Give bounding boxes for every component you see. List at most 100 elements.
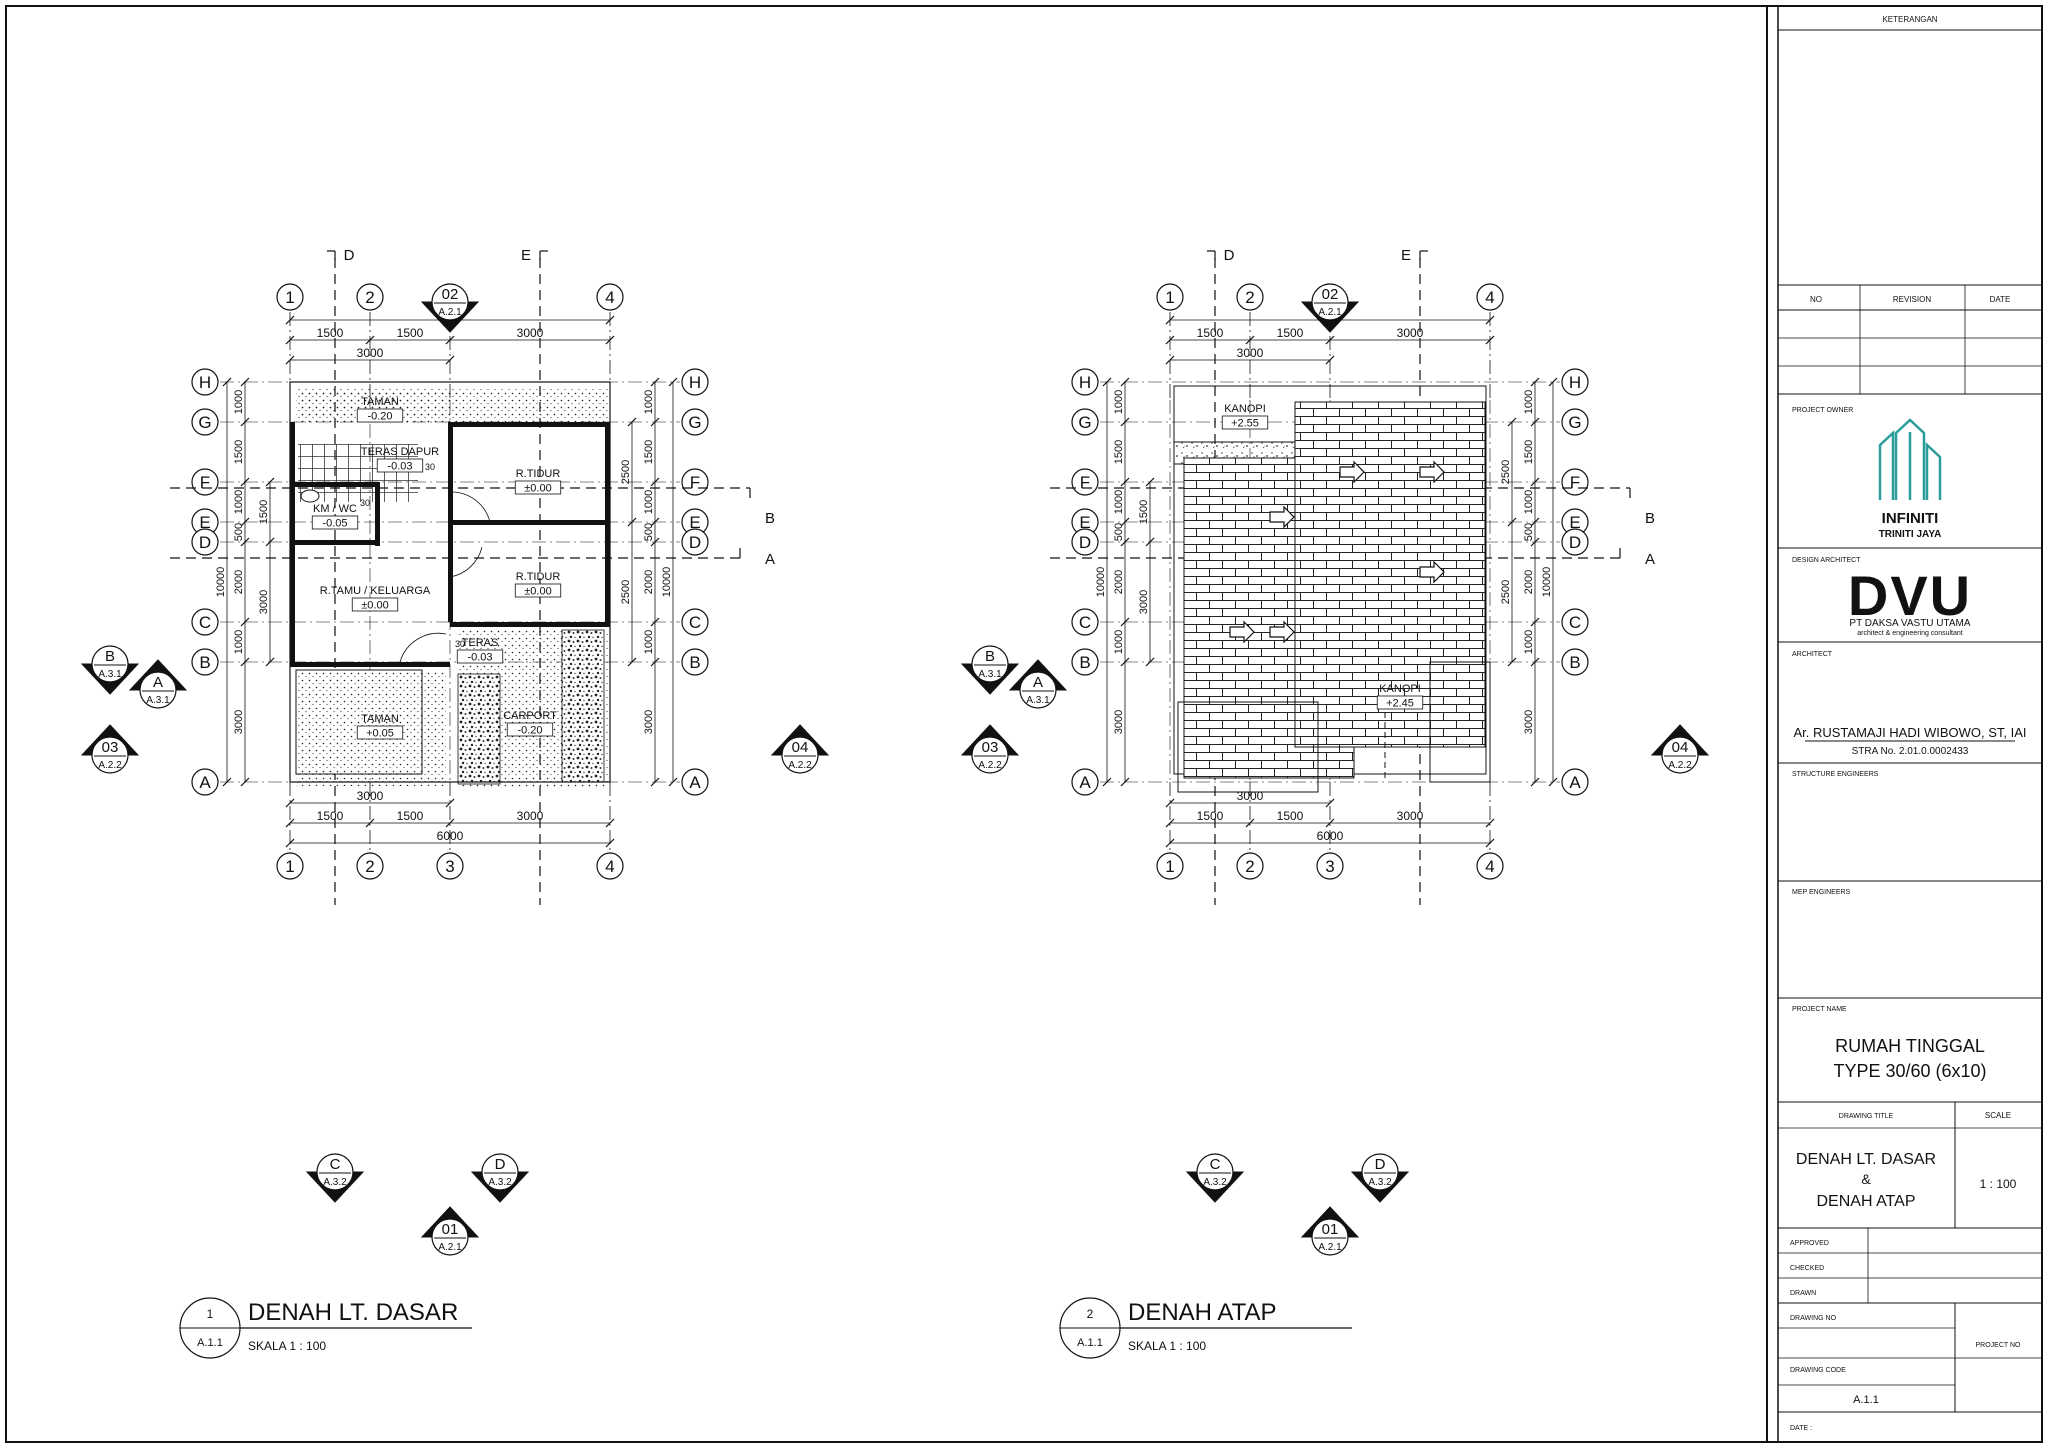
cut-marker-b-circle — [971, 645, 1009, 683]
dimension-text: 1500 — [258, 500, 270, 524]
dimension-text: 6000 — [437, 829, 464, 843]
roof-canopy-front-label-level: +2.45 — [1386, 698, 1414, 710]
grid-bubble-row-label: E — [199, 513, 210, 532]
scale-label: SCALE — [1985, 1111, 2011, 1120]
grid-bubble-col — [1156, 852, 1184, 880]
title-block-frame — [1777, 5, 2043, 1443]
grid-bubble-row — [1561, 408, 1589, 436]
room-living-level-box — [351, 597, 399, 612]
drawing-title-label: DRAWING TITLE — [1839, 1113, 1894, 1120]
section-marker-bottom-circle — [431, 1218, 469, 1256]
dimension-text: 1500 — [317, 326, 344, 340]
dimension-text: 2000 — [1523, 570, 1535, 594]
door-swing-bedroom1 — [449, 491, 491, 523]
dimension-tick — [222, 777, 232, 787]
grid-bubble-row — [191, 528, 219, 556]
grid-bubble-col — [1476, 852, 1504, 880]
dimension-text: 1500 — [1113, 440, 1125, 464]
grid-bubble-row — [1561, 528, 1589, 556]
drawing-title-line1: DENAH LT. DASAR — [1796, 1151, 1936, 1168]
section-marker-right-ref: A.2.2 — [788, 760, 812, 771]
grid-bubble-row — [681, 408, 709, 436]
dimension-tick — [265, 657, 275, 667]
section-marker-right-ref: A.2.2 — [1668, 760, 1692, 771]
dimension-tick — [627, 517, 637, 527]
owner-name: INFINITI — [1882, 510, 1939, 527]
revision-header-revision: REVISION — [1893, 295, 1931, 304]
dimension-tick — [1120, 417, 1130, 427]
section-marker-bottom-code: 01 — [442, 1221, 459, 1238]
dimension-tick — [1507, 517, 1517, 527]
dimension-tick — [1530, 537, 1540, 547]
dimension-tick — [1548, 377, 1558, 387]
roof-slope-arrow — [1419, 460, 1445, 484]
grid-bubble-row — [1071, 368, 1099, 396]
section-marker-bottom-ref: A.2.1 — [1318, 1242, 1342, 1253]
dimension-text: 3000 — [258, 590, 270, 614]
grid-bubble-row — [1561, 768, 1589, 796]
dimension-tick — [1120, 377, 1130, 387]
grid-bubble-col — [276, 852, 304, 880]
section-marker-left-ref: A.2.2 — [978, 760, 1002, 771]
roof-slope-arrow — [1269, 505, 1295, 529]
grid-bubble-col-label: 4 — [605, 857, 614, 876]
grid-bubble-row-label: H — [1079, 373, 1091, 392]
dimension-tick — [240, 777, 250, 787]
grid-bubble-row-label: B — [1079, 653, 1090, 672]
cut-marker-d-circle — [1361, 1153, 1399, 1191]
dimension-tick — [240, 377, 250, 387]
project-no-label: PROJECT NO — [1976, 1342, 2022, 1349]
dimension-tick — [265, 477, 275, 487]
grid-bubble-row-label: E — [1079, 513, 1090, 532]
dimension-tick — [1245, 818, 1255, 828]
step-note: 30 — [360, 498, 370, 508]
wall-bedrooms-divider — [452, 520, 606, 525]
grid-bubble-row-label: F — [200, 473, 210, 492]
cut-marker-c-code: C — [1210, 1156, 1221, 1173]
grid-bubble-row-label: H — [1569, 373, 1581, 392]
grid-bubble-row-label: A — [199, 773, 211, 792]
dimension-tick — [1145, 537, 1155, 547]
dimension-tick — [1120, 537, 1130, 547]
design-company: PT DAKSA VASTU UTAMA — [1849, 618, 1970, 629]
carport-strip-right — [561, 629, 605, 783]
grid-bubble-row — [1071, 528, 1099, 556]
room-bedroom-1-name: R.TIDUR — [516, 468, 561, 480]
dimension-tick — [1325, 355, 1335, 365]
cut-marker-a-circle — [1019, 671, 1057, 709]
drawing-title-line3: DENAH ATAP — [1817, 1193, 1916, 1210]
grid-bubble-col-label: 2 — [365, 857, 374, 876]
drawing-title-sheet: A.1.1 — [1077, 1337, 1103, 1349]
design-logo: DVU — [1848, 564, 1972, 627]
dimension-tick — [240, 517, 250, 527]
cut-marker-b-code: B — [985, 648, 995, 665]
grid-bubble-col-label: 4 — [605, 288, 614, 307]
cut-marker-d-circle — [481, 1153, 519, 1191]
dimension-tick — [1485, 335, 1495, 345]
room-bedroom-2-level-box — [514, 583, 562, 598]
grid-bubble-row-label: A — [1569, 773, 1581, 792]
grid-bubble-col — [276, 283, 304, 311]
dimension-tick — [1507, 657, 1517, 667]
architect-stra: STRA No. 2.01.0.0002433 — [1852, 746, 1969, 757]
cut-marker-c-ref: A.3.2 — [1203, 1177, 1227, 1188]
grid-bubble-row — [1071, 408, 1099, 436]
grid-bubble-col-label: 3 — [1325, 857, 1334, 876]
dimension-tick — [1120, 617, 1130, 627]
dimension-tick — [1102, 377, 1112, 387]
grid-bubble-row — [1071, 608, 1099, 636]
section-marker-left-code: 03 — [102, 739, 119, 756]
section-marker-top-ref: A.2.1 — [438, 307, 462, 318]
grid-bubble-col-label: 3 — [445, 857, 454, 876]
wall-km-south — [290, 540, 380, 545]
section-line-d-label: D — [344, 247, 355, 264]
dimension-tick — [240, 537, 250, 547]
dimension-text: 2500 — [620, 580, 632, 604]
room-living-level: ±0.00 — [361, 600, 388, 612]
dimension-tick — [240, 417, 250, 427]
grid-bubble-col — [356, 283, 384, 311]
grid-bubble-row-label: C — [199, 613, 211, 632]
site-boundary — [289, 381, 611, 783]
dimension-text: 2500 — [620, 460, 632, 484]
dimension-tick — [285, 355, 295, 365]
